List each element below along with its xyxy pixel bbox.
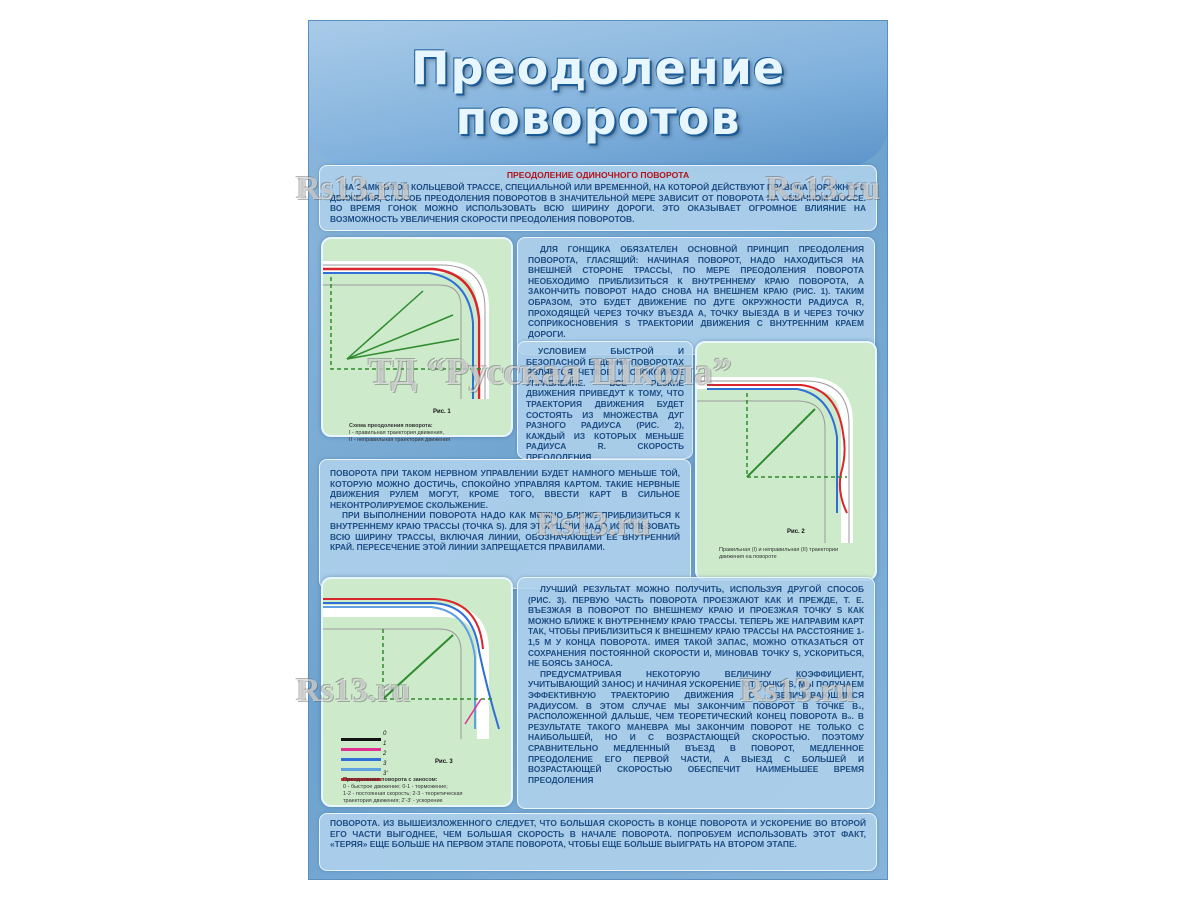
poster: Преодоление поворотов Преодоление одиноч…	[308, 20, 888, 880]
block4-paragraph-2: При выполнении поворота надо как можно б…	[330, 510, 680, 553]
figure-3-legend	[341, 731, 381, 781]
text-block-4: поворота при таком нервном управлении бу…	[319, 459, 691, 589]
figure-1-caption-line: II - неправильная траектория движения	[349, 437, 451, 443]
figure-3-legend-labels: 0 1 2 3 3'	[383, 729, 387, 779]
block5-paragraph-1: Лучший результат можно получить, использ…	[528, 584, 864, 669]
figure-2-caption: Правильная (I) и неправильная (II) траек…	[719, 547, 839, 560]
figure-1-label: Рис. 1	[433, 409, 451, 415]
figure-3-caption: Преодоление поворота с заносом: 0 - быст…	[343, 777, 503, 805]
intro-text: На замкнутой кольцевой трассе, специальн…	[330, 182, 866, 224]
figure-1-caption: Схема преодоления поворота: I - правильн…	[349, 423, 499, 444]
block3-text: Условием быстрой и безопасной езды на по…	[526, 346, 684, 462]
block4-paragraph-1: поворота при таком нервном управлении бу…	[330, 468, 680, 510]
block6-text: поворота. Из вышеизложенного следует, чт…	[330, 818, 866, 850]
figure-1-caption-title: Схема преодоления поворота:	[349, 423, 433, 429]
figure-1: Рис. 1 Схема преодоления поворота: I - п…	[321, 237, 513, 443]
block5-paragraph-2: Предусматривая некоторую величину коэффи…	[528, 668, 864, 785]
figure-2-label: Рис. 2	[787, 529, 805, 535]
figure-3-label: Рис. 3	[435, 759, 453, 765]
figure-3-caption-line: 1-2 - постоянная скорость; 2-3 - теорети…	[343, 791, 463, 797]
text-block-2: Для гонщика обязателен основной принцип …	[517, 237, 875, 355]
figure-3-caption-title: Преодоление поворота с заносом:	[343, 777, 438, 783]
intro-heading: Преодоление одиночного поворота	[506, 170, 690, 180]
legend-label: 3'	[383, 771, 388, 777]
text-block-5: Лучший результат можно получить, использ…	[517, 577, 875, 809]
figure-2: Рис. 2 Правильная (I) и неправильная (II…	[695, 341, 877, 581]
intro-box: Преодоление одиночного поворота На замкн…	[319, 165, 877, 231]
block2-text: Для гонщика обязателен основной принцип …	[528, 244, 864, 339]
figure-3-caption-line: 0 - быстрое движение; 0-1 - торможение;	[343, 784, 448, 790]
figure-1-diagram	[323, 261, 489, 399]
figure-3-caption-line: траектория движения; 2'-3' - ускорение	[343, 798, 443, 804]
figure-3: 0 1 2 3 3' Рис. 3 Преодоление поворота с…	[321, 577, 513, 807]
poster-title-line1: Преодоление	[410, 41, 786, 95]
legend-label: 1	[383, 741, 387, 747]
legend-label: 3	[383, 761, 387, 767]
figure-3-diagram	[323, 598, 500, 739]
text-block-6: поворота. Из вышеизложенного следует, чт…	[319, 813, 877, 871]
figure-1-caption-line: I - правильная траектория движения,	[349, 430, 445, 436]
poster-title-line2: поворотов	[455, 91, 741, 145]
text-block-3: Условием быстрой и безопасной езды на по…	[517, 341, 693, 462]
figure-2-diagram	[697, 377, 853, 543]
legend-label: 0	[383, 731, 387, 737]
legend-label: 2	[383, 751, 387, 757]
header-band	[309, 21, 887, 171]
